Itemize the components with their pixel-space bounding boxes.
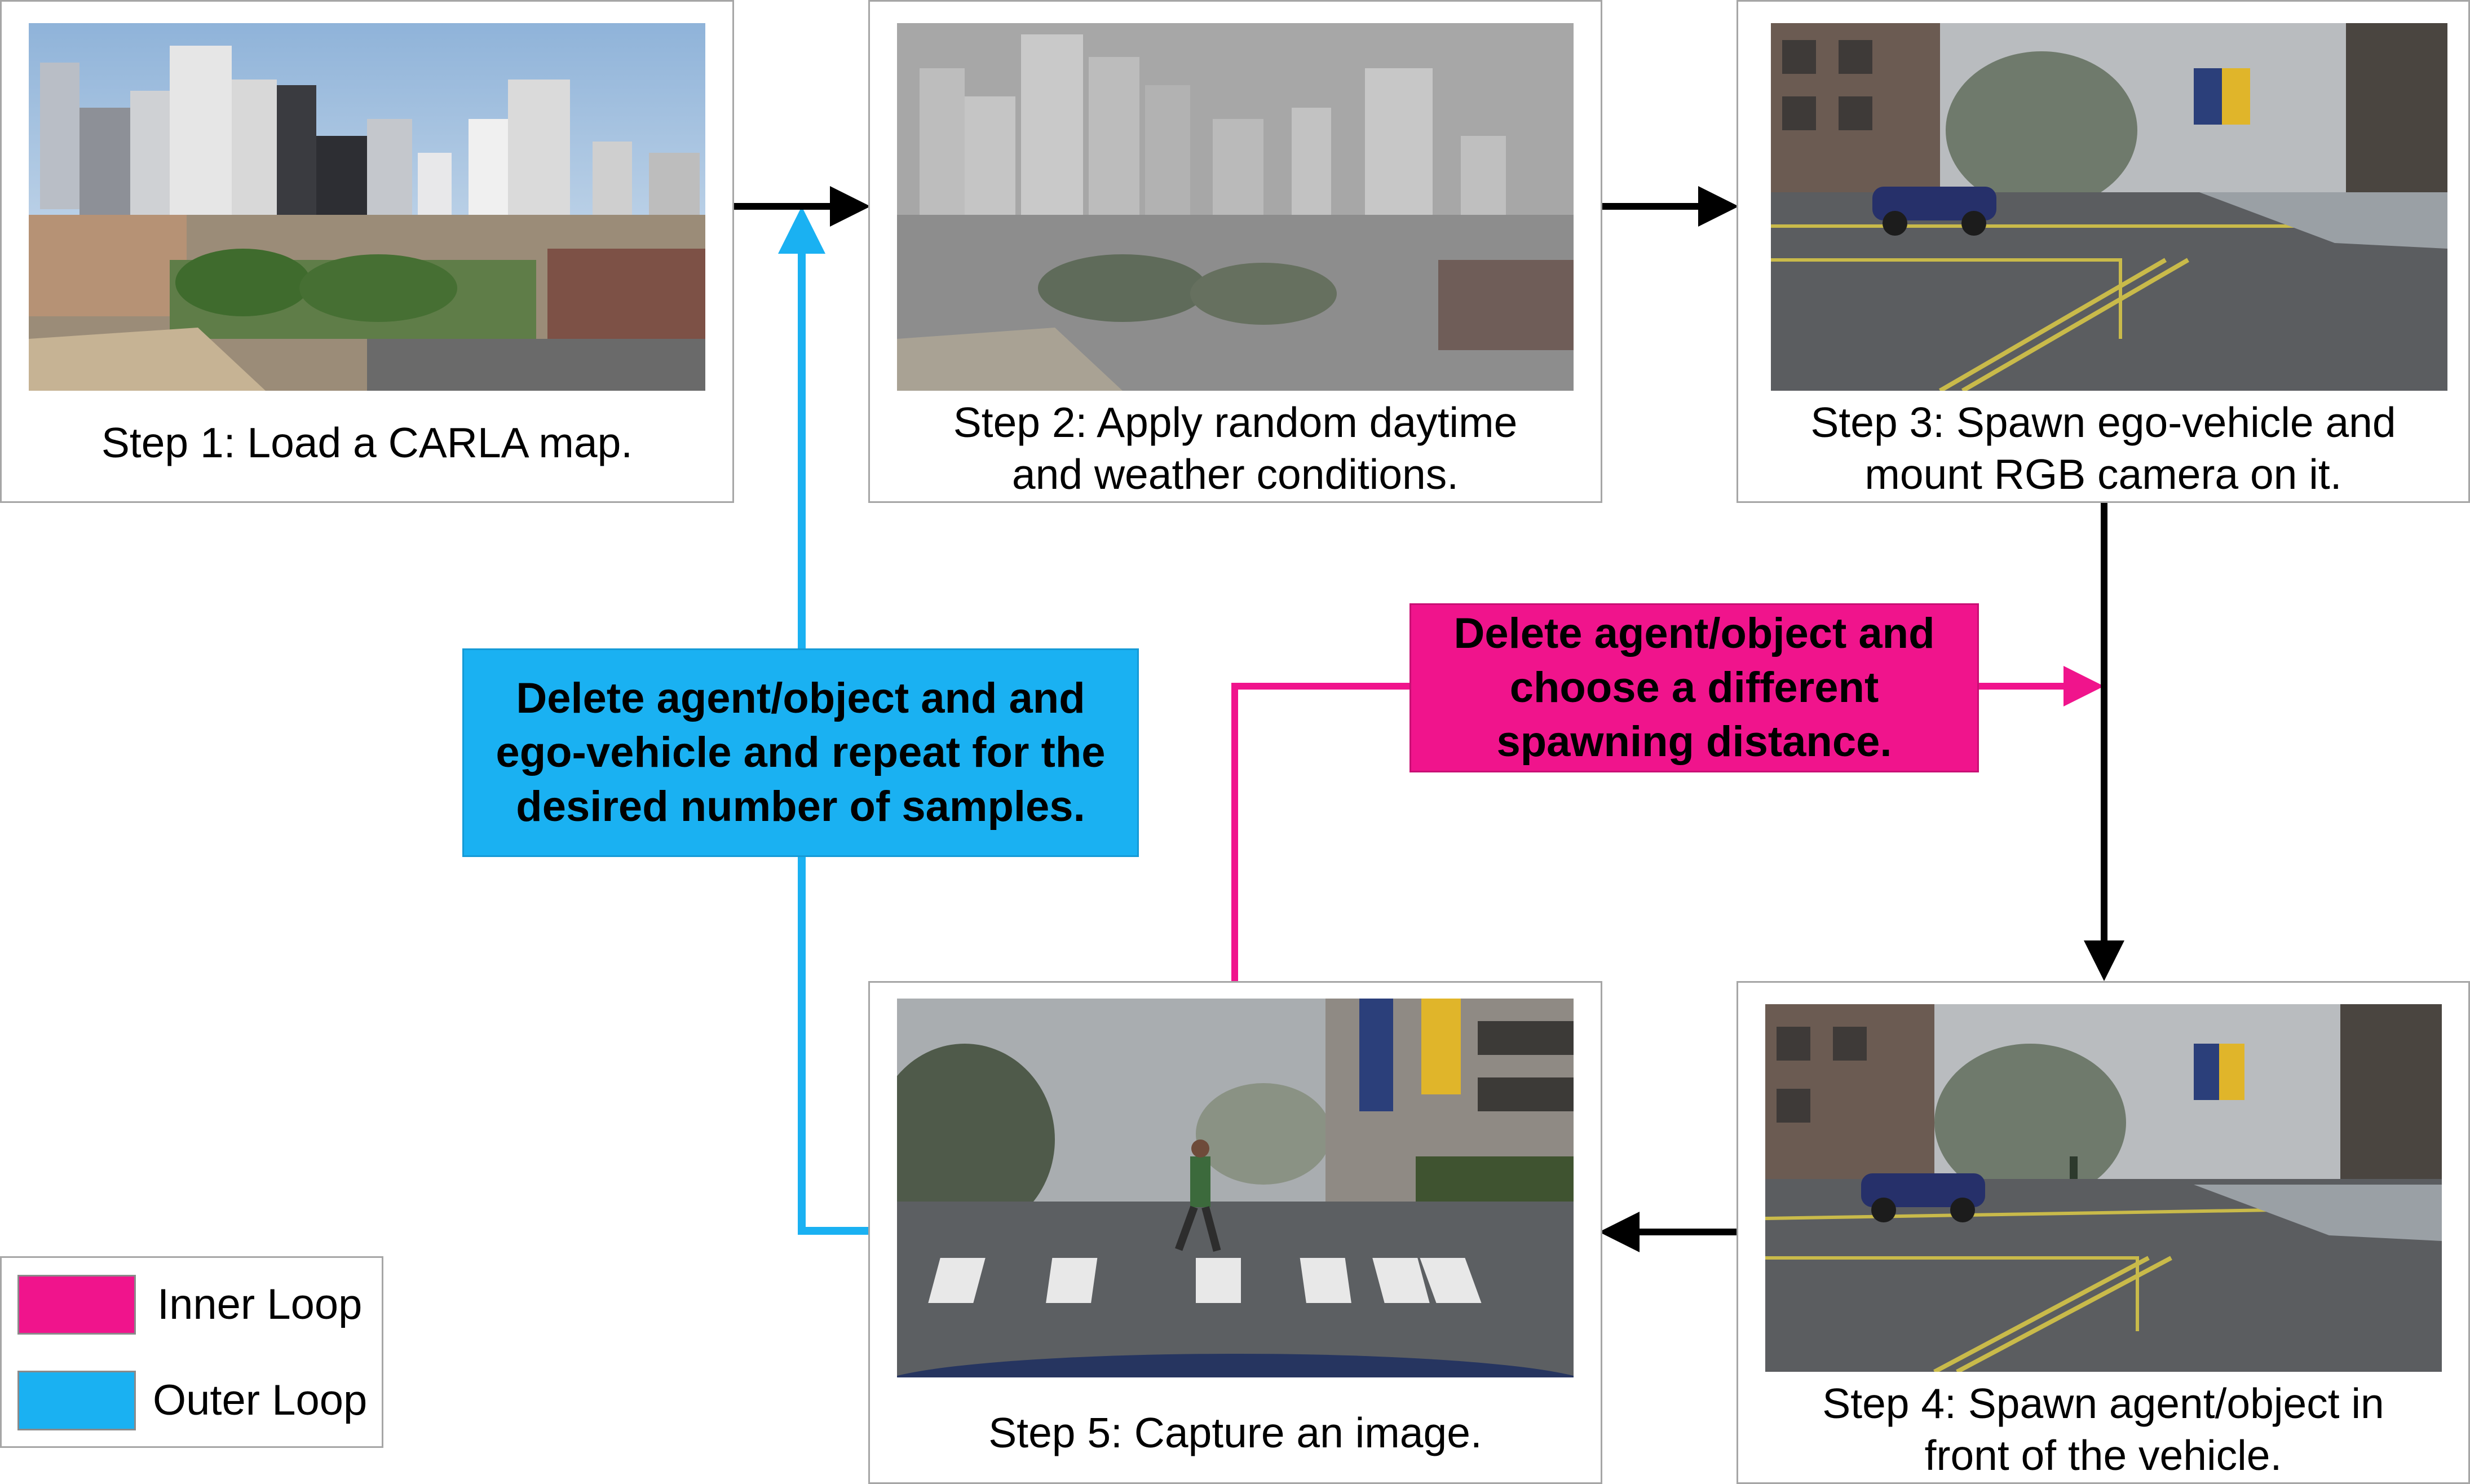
step-2-box: Step 2: Apply random daytime and weather… (868, 0, 1602, 503)
crosswalk-pedestrian-render (897, 999, 1574, 1377)
step-3-caption: Step 3: Spawn ego-vehicle and mount RGB … (1810, 399, 2396, 498)
legend-outer-label: Outer Loop (153, 1376, 368, 1424)
step-4-caption: Step 4: Spawn agent/object in front of t… (1822, 1380, 2384, 1479)
rainy-intersection-pedestrian-render (1765, 1004, 2442, 1372)
step-3-box: Step 3: Spawn ego-vehicle and mount RGB … (1736, 0, 2470, 503)
step-1-caption: Step 1: Load a CARLA map. (101, 419, 633, 466)
city-skyline-render (29, 23, 705, 391)
legend-inner-label: Inner Loop (157, 1280, 363, 1328)
step-1-box: Step 1: Load a CARLA map. (0, 0, 734, 503)
step-5-box: Step 5: Capture an image. (868, 981, 1602, 1484)
inner-loop-swatch (17, 1275, 136, 1335)
step-5-caption: Step 5: Capture an image. (988, 1409, 1482, 1456)
step-2-caption: Step 2: Apply random daytime and weather… (953, 399, 1518, 498)
rainy-intersection-car-render (1771, 23, 2447, 391)
outer-loop-swatch (17, 1371, 136, 1430)
outer-loop-line (778, 206, 868, 1235)
inner-loop-label: Delete agent/object and choose a differe… (1409, 603, 1979, 772)
legend: Inner Loop Outer Loop (0, 1256, 383, 1448)
foggy-city-render (897, 23, 1574, 391)
step-4-box: Step 4: Spawn agent/object in front of t… (1736, 981, 2470, 1484)
outer-loop-label: Delete agent/object and and ego-vehicle … (462, 648, 1139, 857)
